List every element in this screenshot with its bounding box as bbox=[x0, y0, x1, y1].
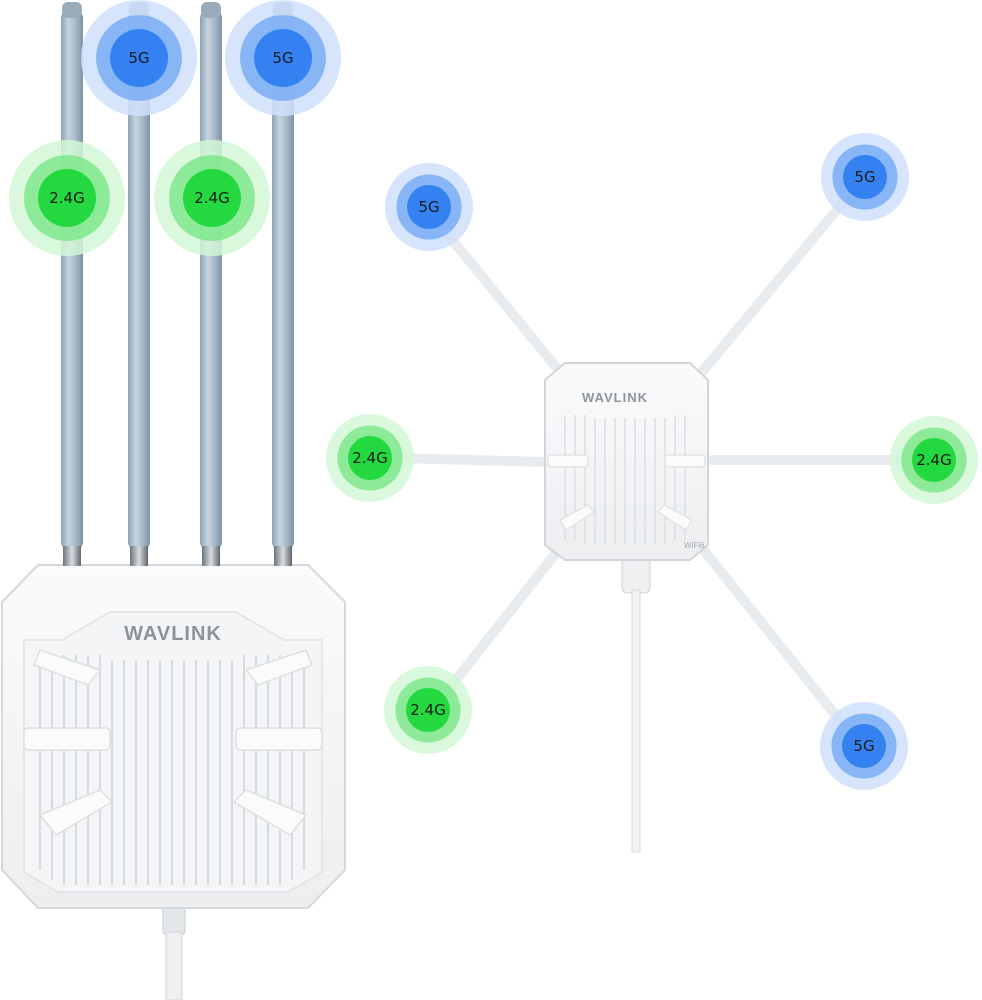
badge-24g: 2.4G bbox=[154, 140, 270, 256]
left-housing: WAVLINK bbox=[1, 564, 346, 909]
badge-label: 5G bbox=[272, 49, 293, 67]
badge-5g: 5G bbox=[81, 0, 197, 116]
badge-24g: 2.4G bbox=[326, 414, 414, 502]
badge-24g: 2.4G bbox=[9, 140, 125, 256]
badge-5g: 5G bbox=[385, 163, 473, 251]
badge-label: 5G bbox=[128, 49, 149, 67]
left-brand-logo: WAVLINK bbox=[124, 623, 222, 645]
badge-label: 5G bbox=[854, 168, 875, 186]
band-badges: 5G 5G 2.4G 2.4G 5G 5G 2.4G 2.4G 2.4G 5G bbox=[9, 0, 978, 790]
badge-label: 5G bbox=[853, 737, 874, 755]
antenna-arm bbox=[435, 220, 565, 377]
badge-label: 2.4G bbox=[49, 189, 84, 207]
badge-label: 2.4G bbox=[916, 451, 951, 469]
badge-label: 2.4G bbox=[410, 701, 445, 719]
antenna-arm bbox=[697, 543, 850, 732]
left-power-cable bbox=[162, 904, 186, 1000]
antenna-pole bbox=[61, 2, 83, 566]
left-raised-panels bbox=[23, 649, 323, 836]
left-vent-ribs bbox=[39, 655, 305, 885]
wifi6-mark: WiFi6 bbox=[684, 541, 705, 550]
badge-24g: 2.4G bbox=[890, 416, 978, 504]
badge-label: 2.4G bbox=[352, 449, 387, 467]
antenna-arm bbox=[697, 195, 850, 377]
right-housing: WAVLINK WiFi6 bbox=[544, 362, 709, 561]
antenna-arm bbox=[390, 453, 550, 467]
badge-24g: 2.4G bbox=[384, 666, 472, 754]
badge-label: 5G bbox=[418, 198, 439, 216]
badge-label: 2.4G bbox=[194, 189, 229, 207]
antenna-pole bbox=[200, 2, 222, 566]
badge-5g: 5G bbox=[225, 0, 341, 116]
antenna-arm bbox=[443, 543, 565, 695]
right-brand-logo: WAVLINK bbox=[582, 390, 648, 405]
badge-5g: 5G bbox=[820, 702, 908, 790]
top-view-device: WAVLINK WiFi6 bbox=[390, 195, 915, 853]
right-antennas bbox=[390, 195, 915, 732]
right-power-cable bbox=[621, 554, 651, 853]
badge-5g: 5G bbox=[821, 133, 909, 221]
